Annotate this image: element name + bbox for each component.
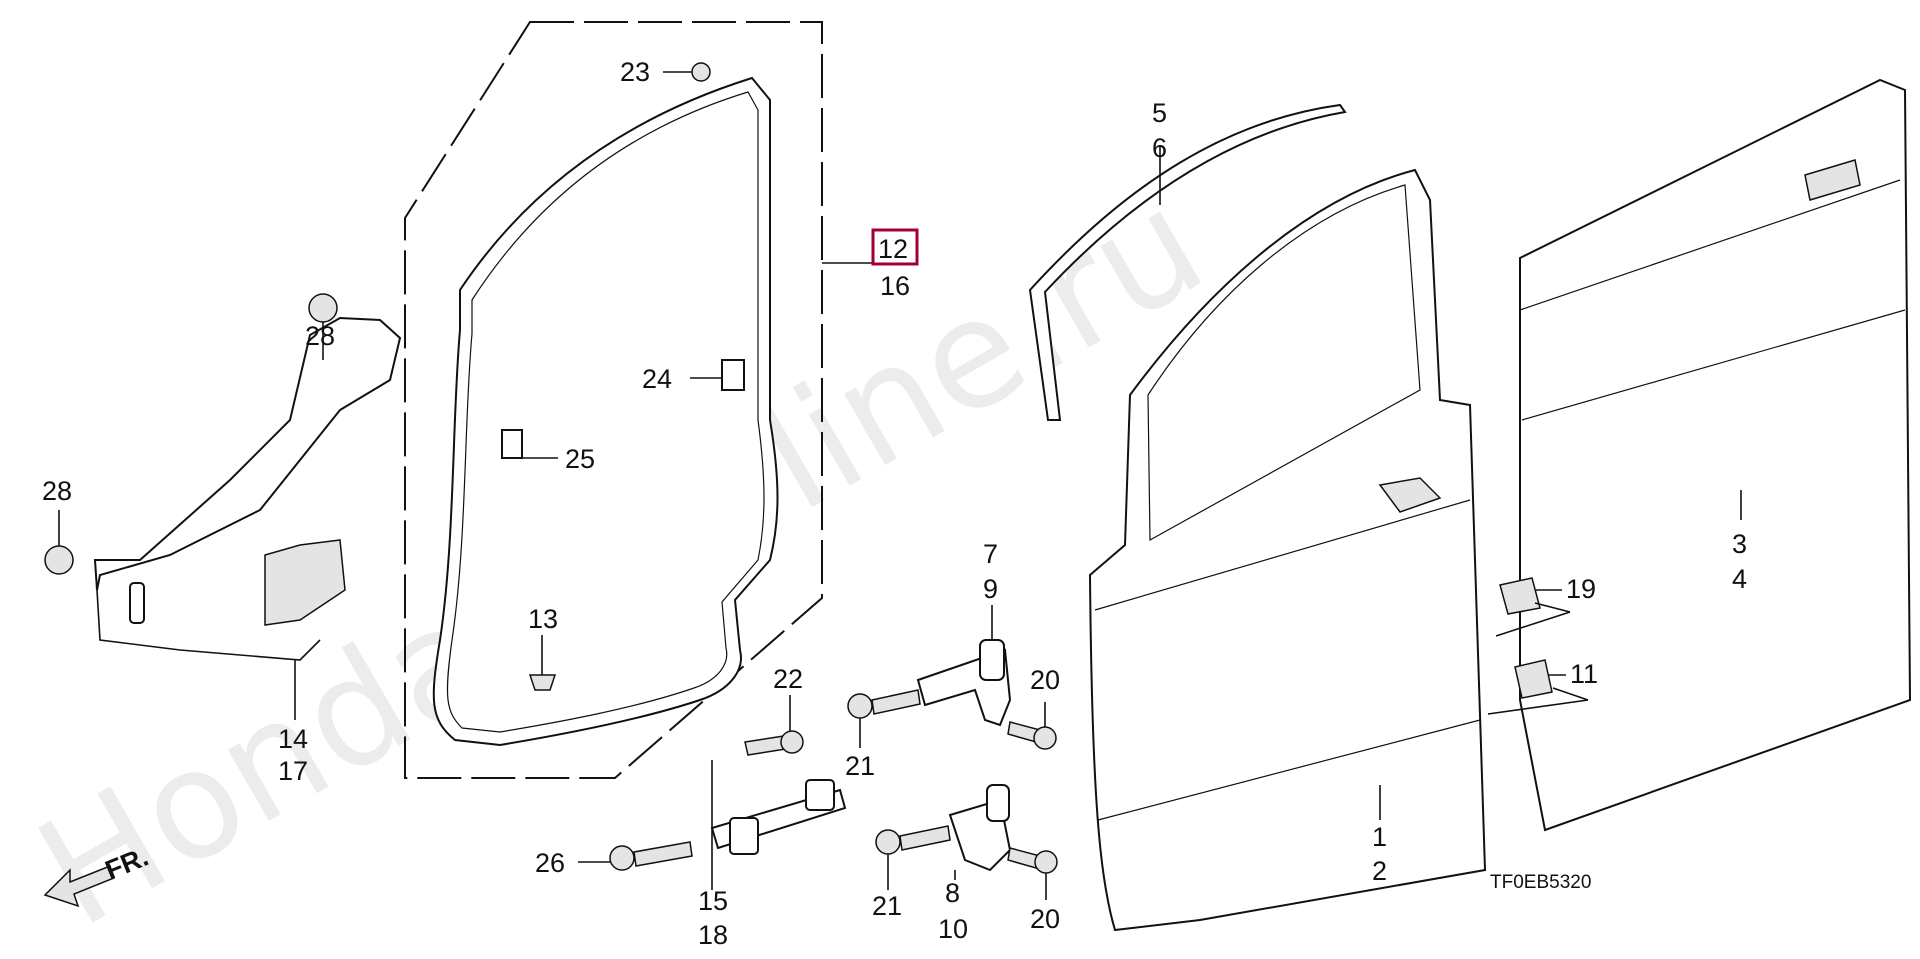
callout-1[interactable]: 1 <box>1372 822 1387 852</box>
callout-12[interactable]: 12 <box>878 234 908 264</box>
callout-11[interactable]: 11 <box>1570 659 1598 689</box>
bumper-11[interactable] <box>1487 659 1589 715</box>
weatherstrip-group <box>404 21 919 779</box>
door-protector-pad[interactable] <box>93 316 402 720</box>
door-outer-panel[interactable] <box>1519 78 1912 832</box>
callout-20-upper[interactable]: 20 <box>1030 665 1060 695</box>
callout-23[interactable]: 23 <box>620 57 650 87</box>
callout-18[interactable]: 18 <box>698 920 728 950</box>
door-sash-molding[interactable] <box>1028 103 1347 421</box>
callout-labels: 12 16 23 24 25 13 28 28 14 17 22 26 15 1… <box>42 57 1747 950</box>
callout-28-lower[interactable]: 28 <box>42 476 72 506</box>
callout-16[interactable]: 16 <box>880 271 910 301</box>
bolt-20-lower[interactable] <box>1007 847 1058 900</box>
clip-24[interactable] <box>690 359 745 391</box>
grommet-28-lower[interactable] <box>44 510 74 575</box>
lower-hinge[interactable] <box>948 784 1012 880</box>
bolt-26[interactable] <box>578 841 693 871</box>
callout-2[interactable]: 2 <box>1372 856 1387 886</box>
upper-hinge[interactable] <box>916 605 1012 727</box>
callout-4[interactable]: 4 <box>1732 564 1747 594</box>
clip-23[interactable] <box>663 62 711 82</box>
highlight-box-12 <box>871 228 919 266</box>
callout-21-lower[interactable]: 21 <box>872 891 902 921</box>
bolt-22[interactable] <box>744 695 804 756</box>
callout-10[interactable]: 10 <box>938 914 968 944</box>
callout-28-upper[interactable]: 28 <box>305 321 335 351</box>
callout-13[interactable]: 13 <box>528 604 558 634</box>
callout-17[interactable]: 17 <box>278 756 308 786</box>
door-checker[interactable] <box>710 760 847 890</box>
callout-3[interactable]: 3 <box>1732 529 1747 559</box>
callout-20-lower[interactable]: 20 <box>1030 904 1060 934</box>
diagram-code: TF0EB5320 <box>1490 872 1591 893</box>
callout-8[interactable]: 8 <box>945 878 960 908</box>
callout-22[interactable]: 22 <box>773 664 803 694</box>
callout-19[interactable]: 19 <box>1566 574 1596 604</box>
bolt-20-upper[interactable] <box>1007 702 1057 750</box>
callout-24[interactable]: 24 <box>642 364 672 394</box>
clip-25[interactable] <box>501 429 558 459</box>
clip-13[interactable] <box>528 635 557 691</box>
callout-5[interactable]: 5 <box>1152 98 1167 128</box>
callout-25[interactable]: 25 <box>565 444 595 474</box>
front-door-panel[interactable] <box>1088 168 1487 932</box>
callout-21-upper[interactable]: 21 <box>845 751 875 781</box>
grommet-28-upper[interactable] <box>308 293 338 360</box>
callout-9[interactable]: 9 <box>983 574 998 604</box>
weatherstrip-enclosure <box>404 21 823 779</box>
bumper-19[interactable] <box>1495 577 1571 637</box>
door-weatherstrip[interactable] <box>432 76 779 747</box>
callout-14[interactable]: 14 <box>278 724 308 754</box>
callout-26[interactable]: 26 <box>535 848 565 878</box>
callout-15[interactable]: 15 <box>698 886 728 916</box>
bolt-21-lower[interactable] <box>875 825 951 890</box>
callout-6[interactable]: 6 <box>1152 133 1167 163</box>
callout-7[interactable]: 7 <box>983 539 998 569</box>
bolt-21-upper[interactable] <box>847 689 921 748</box>
